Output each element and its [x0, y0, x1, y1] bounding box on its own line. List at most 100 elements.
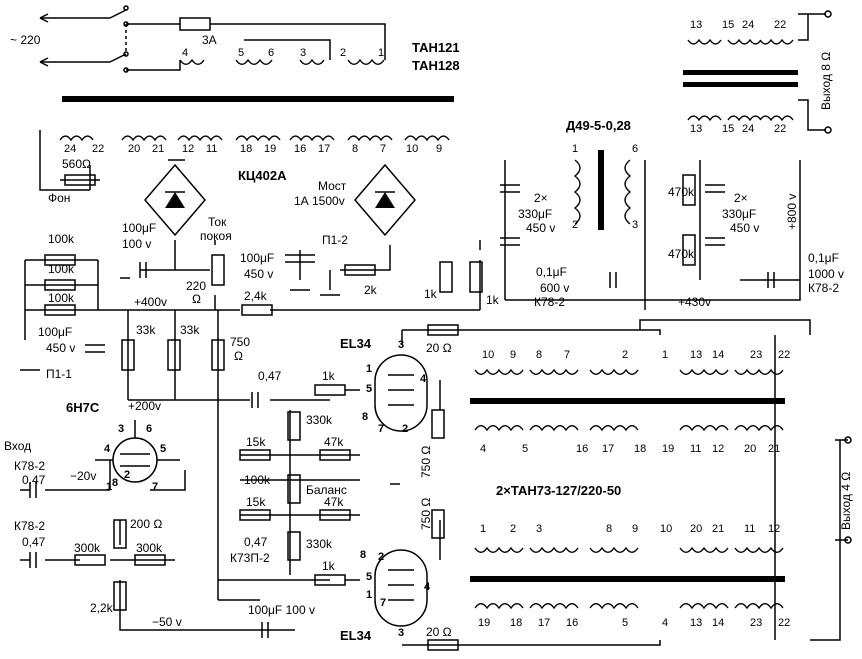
r-fon: 560Ω: [62, 157, 91, 171]
choke-winding-left: [573, 159, 581, 225]
c330-b2: 330μF: [722, 207, 756, 221]
lower_pins_bottom-7: 14: [712, 617, 724, 629]
sec-pin-22: 22: [92, 143, 104, 155]
transformer-model-b: ТАН128: [412, 58, 460, 73]
lower_pins_mid-4: 9: [632, 523, 638, 535]
choke-pin-1: 1: [572, 143, 578, 155]
otm-model: 2×ТАН73-127/220-50: [496, 483, 621, 498]
lower_pins_bottom-1: 18: [510, 617, 522, 629]
top-pin-5: 7: [378, 423, 384, 435]
c047-in-b: 0,47: [22, 535, 46, 549]
sec-pin-18: 18: [240, 143, 252, 155]
tube-el34-top: [374, 354, 428, 432]
top-pin-1: 1: [366, 363, 372, 375]
upper_pins_top-1: 9: [510, 349, 516, 361]
v450-b: 450 v: [244, 267, 273, 281]
r220-ohm: Ω: [192, 292, 201, 306]
r100k-bal: 100k: [244, 473, 271, 487]
fuse-label: 3A: [202, 33, 217, 47]
c01r-c: К78-2: [808, 281, 839, 295]
tok: Ток: [208, 215, 227, 229]
sec-pin-8: 8: [352, 143, 358, 155]
upper_pins_top-7: 14: [712, 349, 724, 361]
upper_pins_top-0: 10: [482, 349, 494, 361]
choke-pin-3: 3: [632, 219, 638, 231]
bottom-pin-6: 3: [398, 627, 404, 639]
r20-top: 20 Ω: [426, 341, 452, 355]
c100-b: 100μF: [240, 251, 274, 265]
r22k: 2,2k: [90, 601, 114, 615]
r24k: 2,4k: [244, 289, 268, 303]
r750v-top: 750 Ω: [419, 446, 433, 478]
r1k-b: 1k: [486, 293, 500, 307]
ot8-pin-22t: 22: [774, 19, 786, 31]
upper_pins_top-5: 1: [662, 349, 668, 361]
k78-b: К78-2: [14, 519, 45, 533]
r300k-b: 300k: [136, 541, 163, 555]
sec-pin-10: 10: [406, 143, 418, 155]
primary-pin-2: 2: [340, 47, 346, 59]
ot8-pin-22b: 22: [774, 123, 786, 135]
bottom-pin-1: 2: [378, 551, 384, 563]
r330k-b: 330k: [306, 537, 333, 551]
sec-pin-24: 24: [64, 143, 76, 155]
lower_pins_mid-6: 20: [690, 523, 702, 535]
v100-a: 100 v: [122, 237, 151, 251]
pre-pin-4: 2: [124, 469, 130, 481]
v50: −50 v: [152, 615, 182, 629]
r15k-b: 15k: [246, 495, 266, 509]
mains-section: [39, 5, 386, 73]
tube-top-label: EL34: [340, 336, 372, 351]
primary-pin-4: 4: [182, 47, 188, 59]
vhod: Вход: [4, 439, 31, 453]
r47k-a: 47k: [324, 435, 344, 449]
lower_pins_mid-0: 1: [480, 523, 486, 535]
r33k-b: 33k: [180, 323, 200, 337]
r15k-a: 15k: [246, 435, 266, 449]
upper_pins_top-9: 22: [778, 349, 790, 361]
bridge-rating: 1А 1500v: [294, 194, 345, 208]
pre-pin-5: 8: [112, 477, 118, 489]
pre-pin-2: 4: [104, 443, 111, 455]
lower_pins_bottom-9: 22: [778, 617, 790, 629]
sec-pin-12: 12: [182, 143, 194, 155]
tube-pre-label: 6Н7С: [66, 400, 100, 415]
sec-pin-19: 19: [264, 143, 276, 155]
bottom-pin-0: 8: [360, 549, 366, 561]
r47k-b: 47k: [324, 495, 344, 509]
pokoya: покоя: [200, 229, 232, 243]
ot8-pin-15t: 15: [722, 19, 734, 31]
r100k-b: 100k: [48, 262, 75, 276]
lower_pins_mid-7: 21: [712, 523, 724, 535]
bottom-pin-3: 4: [424, 581, 431, 593]
c01-b: 600 v: [540, 281, 569, 295]
choke-name: Д49-5-0,28: [566, 118, 631, 133]
lower_pins_bottom-5: 4: [662, 617, 668, 629]
ot8-pin-15b: 15: [722, 123, 734, 135]
sec-pin-17: 17: [318, 143, 330, 155]
lower_pins_bottom-2: 17: [538, 617, 550, 629]
primary-pin-5: 5: [238, 47, 244, 59]
c01r-b: 1000 v: [808, 267, 844, 281]
sec-pin-16: 16: [294, 143, 306, 155]
ot8-pin-24t: 24: [742, 19, 754, 31]
fuse: [179, 17, 211, 31]
c01r-a: 0,1μF: [808, 251, 839, 265]
upper_pins_mid-5: 19: [662, 443, 674, 455]
r750: 750: [230, 335, 250, 349]
lower_pins_mid-2: 3: [536, 523, 542, 535]
choke-winding-right: [624, 159, 632, 225]
c01-a: 0,1μF: [536, 265, 567, 279]
top-pin-6: 2: [402, 423, 408, 435]
output-transformer-8ohm: [687, 38, 794, 122]
secondary-windings: [59, 135, 450, 142]
c330-b: 330μF: [518, 207, 552, 221]
r1k-c: 1k: [322, 369, 336, 383]
upper_pins_mid-8: 20: [744, 443, 756, 455]
upper_pins_mid-3: 17: [602, 443, 614, 455]
ot8-pin-24b: 24: [742, 123, 754, 135]
v430: +430v: [678, 295, 711, 309]
upper_pins_mid-4: 18: [634, 443, 646, 455]
lower_pins_mid-9: 12: [768, 523, 780, 535]
